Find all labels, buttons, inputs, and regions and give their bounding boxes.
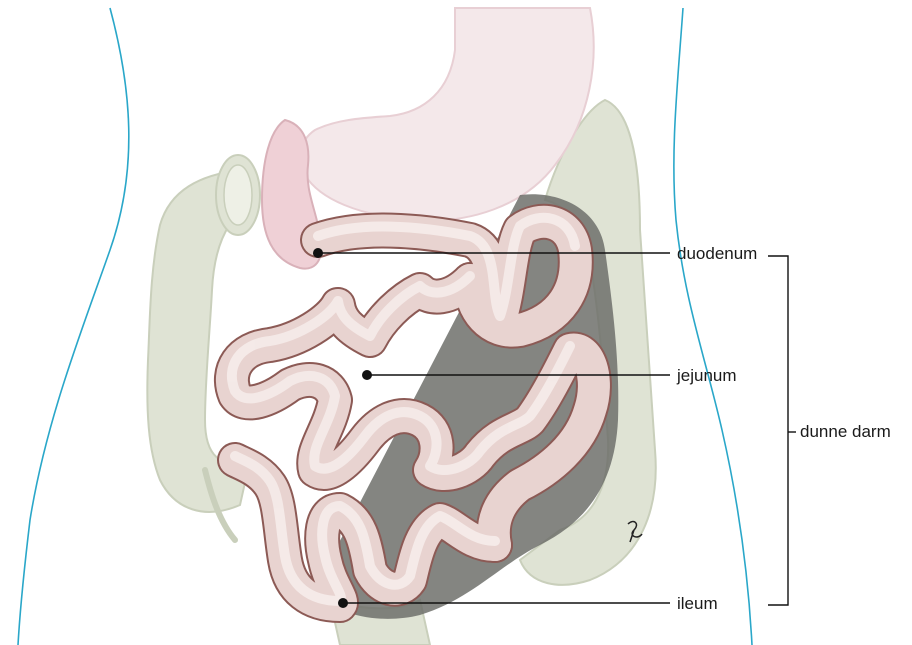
dot-jejunum bbox=[362, 370, 372, 380]
label-dunne-darm: dunne darm bbox=[800, 422, 891, 442]
dot-ileum bbox=[338, 598, 348, 608]
label-jejunum: jejunum bbox=[677, 366, 737, 386]
label-duodenum: duodenum bbox=[677, 244, 757, 264]
dot-duodenum bbox=[313, 248, 323, 258]
label-ileum: ileum bbox=[677, 594, 718, 614]
group-bracket bbox=[768, 256, 796, 605]
